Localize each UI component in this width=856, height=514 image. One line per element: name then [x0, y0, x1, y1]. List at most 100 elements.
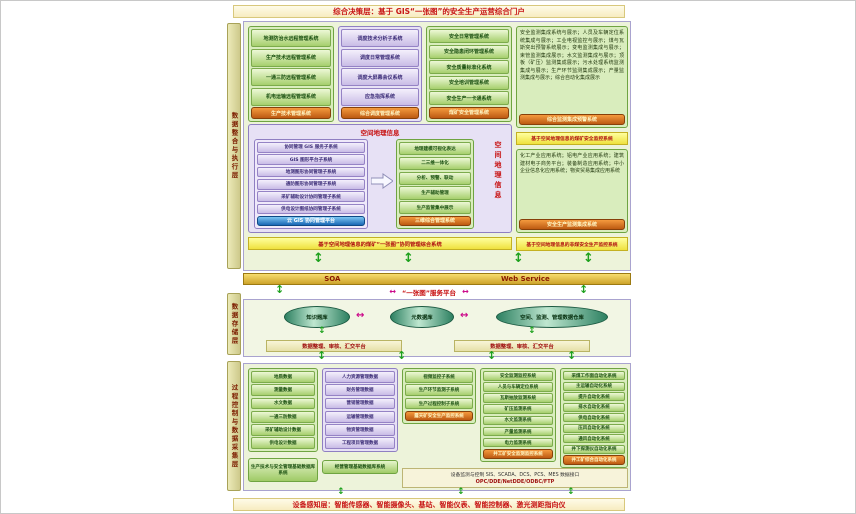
- system-item: 井下探测仪自动化系统: [563, 444, 625, 454]
- data-flow-arrow-icon: ↕: [317, 349, 327, 362]
- automation-system-button: 井工矿综合自动化系统: [563, 455, 625, 465]
- process-layer-section: 地质数据 测量数据 水文数据 一通三防数据 采矿辅助设计数据 供电设计数据 生产…: [243, 363, 631, 491]
- automation-panel: 采煤工作面自动化系统 主运输自动化系统 提升自动化系统 排水自动化系统 供电自动…: [560, 368, 628, 468]
- knowledge-base-cylinder: 知识题库: [284, 306, 350, 328]
- storage-layer-section: 知识题库 元数据库 空间、监测、管理数据仓库 ↔ ↔ ↕ ↕ 数据整理、审核、汇…: [243, 299, 631, 357]
- data-item: 测量数据: [251, 384, 315, 396]
- exchange-arrow-icon: ↔: [356, 310, 365, 321]
- interface-line1: 设备监测与控制 SIS、SCADA、DCS、PCS、MES 数据接口: [450, 473, 580, 478]
- system-item: 地测图形协同管理子系统: [257, 166, 365, 178]
- top-banner: 综合决策层：基于 GIS“一张图”的安全生产运营综合门户: [233, 5, 625, 18]
- mine-monitor-panel: 安全监测监控系统 人员与车辆定位系统 瓦斯抽放监测系统 矿压监测系统 水文监测系…: [480, 368, 556, 462]
- data-item: 采矿辅助设计数据: [251, 424, 315, 436]
- system-item: 生产辅助管理: [399, 186, 471, 200]
- service-bus-bar: SOA Web Service: [243, 273, 631, 285]
- data-flow-arrow-icon: ↕: [567, 487, 575, 497]
- soa-label: SOA: [324, 275, 341, 283]
- monitoring-systems-text: 安全监测集成系统与展示；人员及车辆定位系统集成与展示；工业电视监控与展示；煤与瓦…: [520, 30, 624, 81]
- dispatch-panel: 调度技术分析子系统 调度日常管理系统 调度大屏幕会议系统 应急指挥系统 综合调度…: [338, 26, 422, 122]
- layer-label-process: 过程控制与数据采集层: [227, 361, 241, 491]
- system-item: 安全监测监控系统: [483, 371, 553, 381]
- system-item: 供电自动化系统: [563, 413, 625, 422]
- system-item: 供电设计图纸协同管理子系统: [257, 203, 365, 215]
- onemap-platform-label: “一张图”服务平台: [401, 288, 457, 297]
- data-item: 工程项目管理数据: [325, 437, 395, 449]
- system-item: 人员与车辆定位系统: [483, 382, 553, 392]
- data-flow-arrow-icon: ↕: [313, 251, 324, 266]
- layer-label-storage: 数据存储层: [227, 293, 241, 355]
- gis-panel-title: 空间地理信息: [360, 129, 400, 137]
- data-item: 运输管理数据: [325, 410, 395, 423]
- system-item: 提升自动化系统: [563, 392, 625, 401]
- system-item: 一通三防远程管理系统: [251, 68, 331, 86]
- exchange-arrow-icon: ↔: [389, 286, 396, 296]
- safety-panel: 安全日常管理系统 安全隐患闭环管理系统 安全质量标准化系统 安全培训管理系统 安…: [426, 26, 512, 122]
- data-item: 地质数据: [251, 371, 315, 383]
- data-flow-arrow-icon: ↕: [487, 349, 497, 362]
- system-item: 通防图形协同管理子系统: [257, 178, 365, 190]
- system-item: 地测防治水远程管理系统: [251, 29, 331, 47]
- system-item: 瓦斯抽放监测系统: [483, 393, 553, 403]
- data-flow-arrow-icon: ↕: [579, 283, 589, 296]
- threed-mgmt-system-button: 三维综合管理系统: [399, 215, 471, 226]
- system-item: 分析、预警、联动: [399, 171, 471, 185]
- tech-safety-db-box: 生产技术与安全管理基础数据库系统: [248, 458, 318, 482]
- data-item: 营销管理数据: [325, 397, 395, 410]
- data-flow-arrow-icon: ↕: [513, 251, 524, 266]
- safety-production-monitor-button: 安全生产监测集成系统: [519, 219, 625, 230]
- system-item: 生产环节监测子系统: [405, 384, 473, 397]
- data-item: 一通三防数据: [251, 410, 315, 423]
- bottom-banner: 设备感知层：智能传感器、智能摄像头、基站、智能仪表、智能控制器、激光测距指向仪: [233, 498, 625, 511]
- system-item: 安全隐患闭环管理系统: [429, 44, 509, 59]
- metadata-db-cylinder: 元数据库: [390, 306, 454, 328]
- exchange-arrow-icon: ↔: [462, 286, 469, 296]
- webservice-label: Web Service: [500, 275, 550, 283]
- flow-arrow-icon: [371, 173, 393, 189]
- data-item: 供电设计数据: [251, 437, 315, 449]
- system-item: 压风自动化系统: [563, 423, 625, 433]
- data-flow-arrow-icon: ↕: [318, 326, 326, 336]
- system-item: 安全培训管理系统: [429, 75, 509, 90]
- data-item: 水文数据: [251, 397, 315, 410]
- industry-apps-panel: 化工产业应用系统；铝电产业应用系统；建筑建材电子商务平台；装备制造应用系统；中小…: [516, 149, 628, 233]
- gis-panel: 空间地理信息 协同管理 GIS 服务子系统 GIS 图形平台子系统 地测图形协同…: [248, 124, 512, 233]
- data-item: 财务管理数据: [325, 384, 395, 396]
- coal-safety-mgmt-button: 煤矿安全管理系统: [429, 106, 509, 119]
- system-item: 地理建模可视化表达: [399, 142, 471, 156]
- system-item: 安全生产一卡通系统: [429, 91, 509, 106]
- noncoal-monitoring-bar: 基于空间地理信息的非煤安全生产监控系统: [516, 237, 628, 251]
- data-flow-arrow-icon: ↕: [583, 251, 594, 266]
- system-item: 应急指挥系统: [341, 87, 419, 106]
- gis-3d-subpanel: 地理建模可视化表达 二三维一体化 分析、预警、联动 生产辅助管理 生产监管集中展…: [396, 139, 474, 229]
- system-item: 水文监测系统: [483, 415, 553, 426]
- coal-monitoring-bar: 基于空间地理信息的煤矿安全监控系统: [516, 132, 628, 145]
- dispatch-mgmt-system-button: 综合调度管理系统: [341, 107, 419, 119]
- system-item: 采矿辅助设计协同管理子系统: [257, 191, 365, 203]
- data-flow-arrow-icon: ↕: [457, 487, 465, 497]
- video-control-panel: 视频监控子系统 生产环节监测子系统 生产过程控制子系统 露天矿安全生产监控系统: [402, 368, 476, 424]
- system-item: 二三维一体化: [399, 156, 471, 171]
- onemap-platform-row: ↔ “一张图”服务平台 ↔: [347, 286, 511, 297]
- data-warehouse-cylinder: 空间、监测、管理数据仓库: [496, 306, 608, 328]
- data-flow-arrow-icon: ↕: [567, 349, 577, 362]
- gis-onemap-bar: 基于空间地理信息的煤矿“一张图”协同管理综合系统: [248, 237, 512, 250]
- production-remote-panel: 地测防治水远程管理系统 生产技术远程管理系统 一通三防远程管理系统 机电运输远程…: [248, 26, 334, 122]
- gis-collab-subpanel: 协同管理 GIS 服务子系统 GIS 图形平台子系统 地测图形协同管理子系统 通…: [254, 139, 368, 229]
- tech-data-panel: 地质数据 测量数据 水文数据 一通三防数据 采矿辅助设计数据 供电设计数据: [248, 368, 318, 452]
- data-flow-arrow-icon: ↕: [397, 349, 407, 362]
- architecture-diagram: 综合决策层：基于 GIS“一张图”的安全生产运营综合门户 数据整合与执行层 数据…: [227, 1, 631, 513]
- system-item: 生产技术远程管理系统: [251, 48, 331, 67]
- system-item: 排水自动化系统: [563, 402, 625, 412]
- system-item: 调度技术分析子系统: [341, 29, 419, 47]
- data-exchange-platform-right: 数据整理、审核、汇交平台: [454, 340, 590, 352]
- data-flow-arrow-icon: ↕: [528, 326, 536, 336]
- device-interface-bar: 设备监测与控制 SIS、SCADA、DCS、PCS、MES 数据接口 OPC/D…: [402, 468, 628, 488]
- system-item: 生产监管集中展示: [399, 201, 471, 215]
- monitoring-warning-system-button: 综合监测集成预警系统: [519, 114, 625, 125]
- system-item: 矿压监测系统: [483, 404, 553, 415]
- production-mgmt-system-button: 生产技术管理系统: [251, 107, 331, 119]
- gis-side-label: 空间地理信息: [494, 141, 502, 201]
- system-item: 产量监测系统: [483, 426, 553, 437]
- industry-apps-text: 化工产业应用系统；铝电产业应用系统；建筑建材电子商务平台；装备制造应用系统；中小…: [520, 153, 624, 174]
